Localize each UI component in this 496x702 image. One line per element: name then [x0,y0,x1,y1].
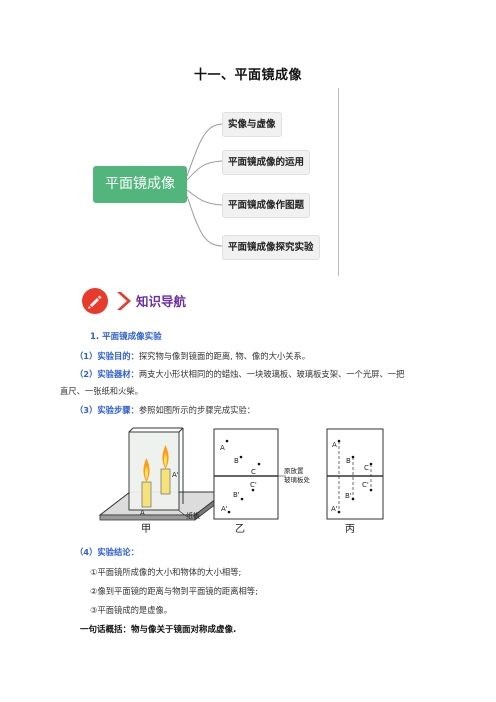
materials-line: （2）实验器材：两支大小形状相同的的蜡烛、一块玻璃板、玻璃板支架、一个光屏、一把 [75,368,404,380]
materials-label: （2）实验器材： [75,369,139,379]
fig-bing-point-c: C [364,464,369,472]
fig-bing-point-a: A [332,441,337,449]
fig-jia-point-a: A [140,509,145,517]
materials-text-continued: 直尺、一张纸和火柴。 [60,386,143,396]
conclusion-item-3: ③平面镜成的是虚像。 [90,605,173,615]
fig-label-glass-pos-1: 原放置 [284,466,304,475]
fig-label-paper: 纸板 [186,511,200,520]
fig-yi-point-a1: A' [221,505,228,513]
experiment-heading: 1. 平面镜成像实验 [90,332,162,342]
figure-yi-sheet [213,428,279,520]
conclusion-item-1: ①平面镜所成像的大小和物体的大小相等; [90,567,242,577]
mind-map-node-experiment: 平面镜成像探究实验 [222,235,320,260]
mind-map-root: 平面镜成像 [93,166,187,203]
experiment-figure: A A' 甲 纸板 A B C C' B' A' 乙 原放置 玻璃板处 A B … [98,427,384,535]
section-title: 知识导航 [136,294,187,309]
fig-label-yi: 乙 [235,523,245,535]
figure-jia-apparatus [98,427,227,521]
mind-map-node-application: 平面镜成像的运用 [222,150,311,175]
fig-yi-point-b1: B' [233,491,240,499]
conclusion-label: （4）实验结论： [75,547,139,557]
materials-text: 两支大小形状相同的的蜡烛、一块玻璃板、玻璃板支架、一个光屏、一把 [138,369,405,379]
steps-text: 参照如图所示的步骤完成实验： [138,405,256,415]
steps-label: （3）实验步骤： [75,405,139,415]
fig-yi-point-b: B [234,457,239,465]
fig-bing-point-b: B [346,457,351,465]
fig-label-glass-pos-2: 玻璃板处 [284,475,311,484]
fig-label-jia: 甲 [141,524,151,535]
mind-map-connectors [186,123,223,247]
mind-map-node-real-virtual-image: 实像与虚像 [222,112,282,137]
chevron-right-icon [117,292,131,310]
purpose-label: （1）实验目的： [75,351,139,361]
steps-line: （3）实验步骤：参照如图所示的步骤完成实验： [75,404,255,416]
fig-yi-point-a: A [220,444,225,452]
fig-yi-point-c1: C' [250,481,257,489]
pencil-icon [82,288,108,314]
fig-yi-point-c: C [251,468,256,476]
fig-jia-point-a1: A' [172,471,179,479]
summary-line: 一句话概括：物与像关于镜面对称成虚像. [80,625,237,635]
fig-bing-point-a1: A' [331,505,338,513]
mind-map-node-drawing: 平面镜成像作图题 [222,193,311,218]
purpose-line: （1）实验目的：探究物与像到镜面的距离, 物、像的大小关系。 [75,350,310,362]
fig-label-bing: 丙 [345,524,355,535]
figure-bing-sheet [326,428,384,520]
fig-bing-point-c1: C' [362,481,369,489]
purpose-text: 探究物与像到镜面的距离, 物、像的大小关系。 [138,351,311,361]
mind-map-divider [338,88,339,276]
conclusion-item-2: ②像到平面镜的距离与物到平面镜的距离相等; [90,586,258,596]
fig-bing-point-b1: B' [345,492,352,500]
page-title: 十一、平面镜成像 [193,68,302,83]
